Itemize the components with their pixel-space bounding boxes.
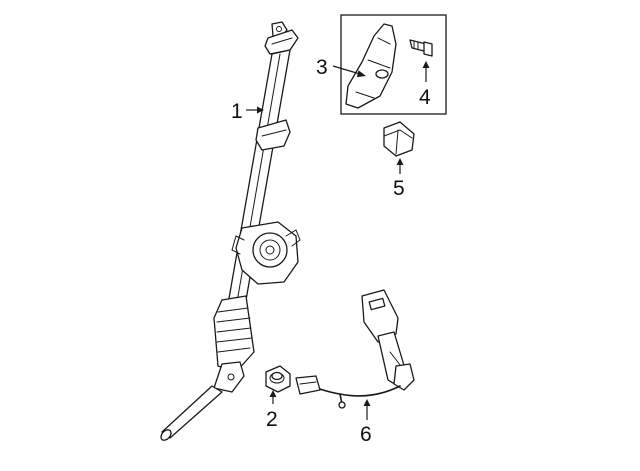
callout-6-leader [363,399,371,420]
part-2-nut[interactable] [265,365,291,393]
callout-5-leader [396,158,404,174]
part-3-bracket-cover[interactable] [345,23,397,109]
callout-1: 1 [231,100,243,123]
callout-2-leader [269,390,277,404]
part-5-cover-cap[interactable] [383,121,415,157]
inset-frame [340,14,447,115]
callout-6: 6 [360,423,372,446]
callout-4-leader [422,61,430,82]
part-6-buckle-assembly[interactable] [295,289,415,409]
callout-5: 5 [393,177,405,200]
callout-1-leader [246,106,264,114]
callout-3: 3 [316,56,328,79]
callout-4: 4 [419,86,431,109]
callout-3-leader [332,65,366,78]
callout-2: 2 [266,408,278,431]
part-1-seat-belt-assembly[interactable] [159,21,301,442]
part-4-bolt[interactable] [409,39,433,57]
